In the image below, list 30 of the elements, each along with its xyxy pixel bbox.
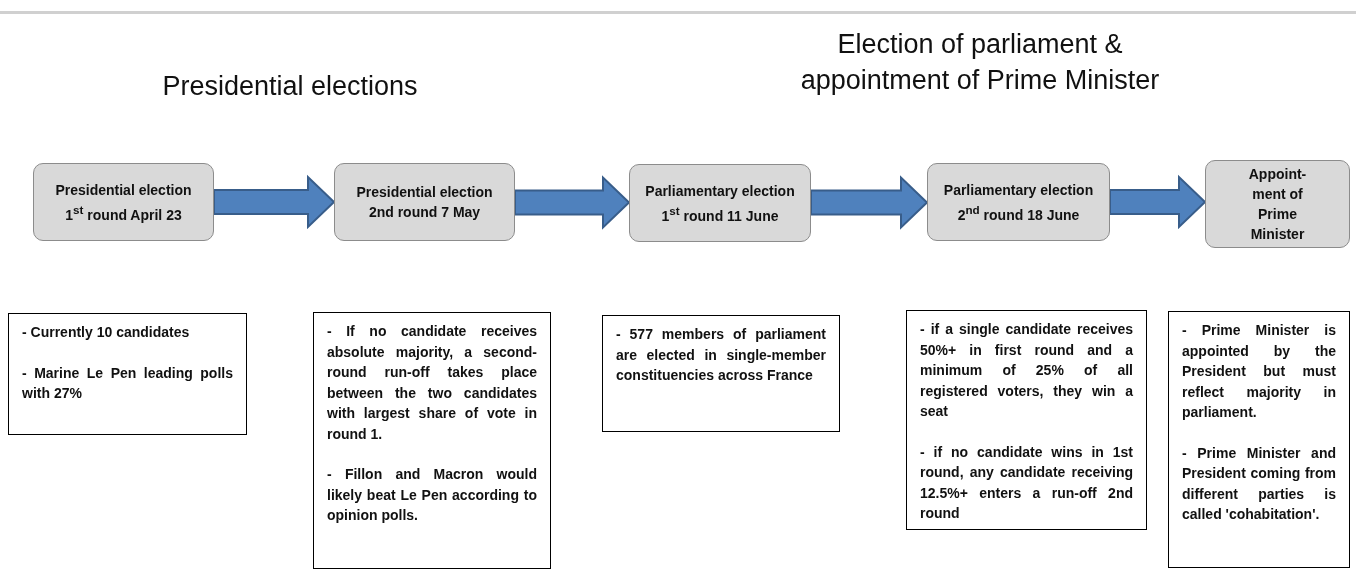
note-text: - if a single candidate receives 50%+ in first round and a minimum of 25% of all registered voters, they win a seat bbox=[920, 320, 1133, 421]
note-box bbox=[313, 312, 551, 569]
step-box bbox=[334, 163, 515, 241]
block-arrow bbox=[213, 174, 336, 230]
block-arrow bbox=[810, 175, 929, 230]
note-box bbox=[602, 315, 840, 432]
note-box bbox=[1168, 311, 1350, 568]
block-arrow bbox=[1109, 174, 1207, 230]
step-label: Presidential election 1$^{st}$ round April 23 bbox=[54, 180, 193, 225]
note-box bbox=[906, 310, 1147, 530]
step-label: Appoint-ment of Prime Minister bbox=[1247, 165, 1308, 244]
note-text: - 577 members of parliament are elected in single-member constituencies across France bbox=[616, 325, 826, 385]
note-box bbox=[8, 313, 247, 435]
note-text: - Prime Minister is appointed by the President but must reflect majority in parliament. bbox=[1182, 321, 1336, 422]
step-box bbox=[629, 164, 811, 242]
step-label: Presidential election 2nd round 7 May bbox=[355, 183, 494, 222]
step-box bbox=[33, 163, 214, 241]
step-label: Parliamentary election 1$^{st}$ round 11 June bbox=[645, 181, 795, 226]
note-text: - Currently 10 candidates bbox=[22, 323, 191, 342]
section-heading: Presidential elections bbox=[161, 70, 419, 103]
step-label: Parliamentary election 2$^{nd}$ round 18 June bbox=[943, 180, 1094, 225]
note-text: - if no candidate wins in 1st round, any candidate receiving 12.5%+ enters a run-off 2nd round bbox=[920, 442, 1133, 523]
note-text: - If no candidate receives absolute majority, a second-round run-off takes place between the two candidates with largest share of vote in round 1. bbox=[327, 322, 537, 444]
section-heading: Election of parliament & appointment of Prime Minister bbox=[799, 28, 1161, 97]
note-text: - Fillon and Macron would likely beat Le Pen according to opinion polls. bbox=[327, 465, 537, 525]
note-text: - Marine Le Pen leading polls with 27% bbox=[22, 363, 233, 403]
note-text: - Prime Minister and President coming from different parties is called 'cohabitation'. bbox=[1182, 443, 1336, 524]
step-box bbox=[1205, 160, 1350, 248]
block-arrow bbox=[514, 175, 631, 230]
step-box bbox=[927, 163, 1110, 241]
